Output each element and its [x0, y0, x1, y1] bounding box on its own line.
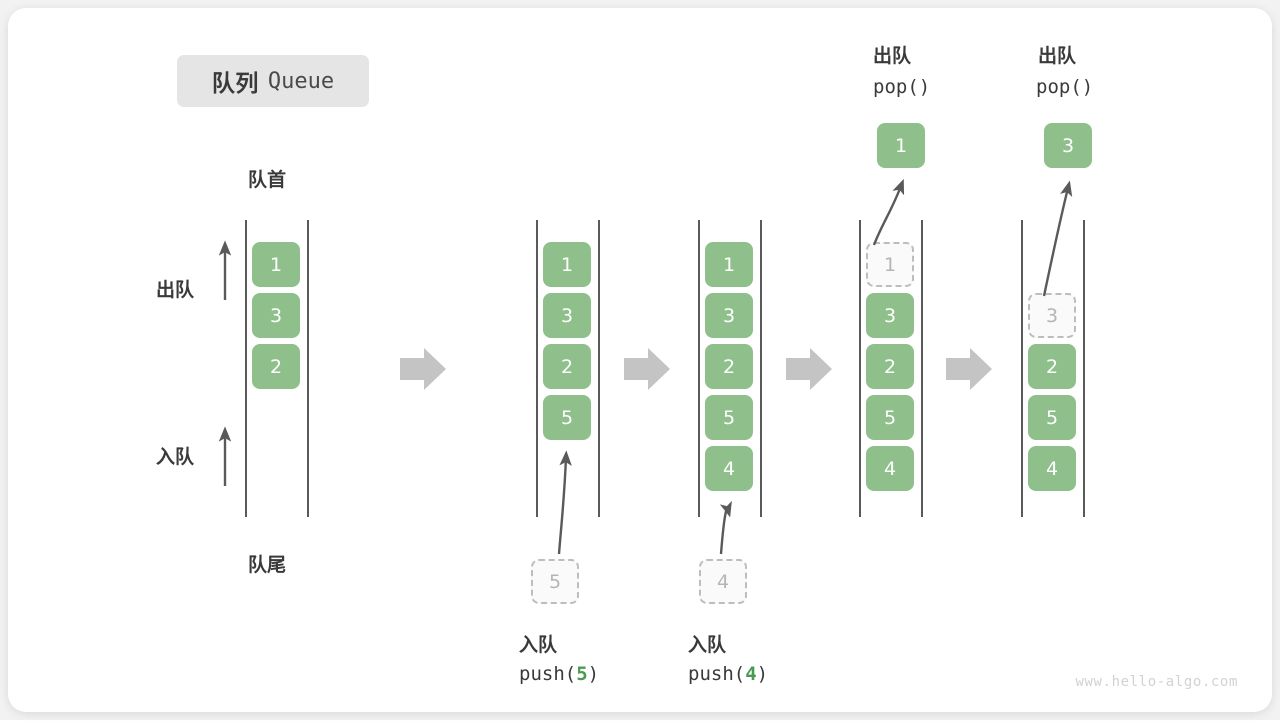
op-code-prefix: push(: [519, 663, 577, 685]
queue-cell: 4: [866, 446, 914, 491]
flow-arrow-3: [786, 348, 832, 390]
queue-rail-right: [1083, 220, 1085, 517]
op-label-cn-push-4: 入队: [688, 634, 727, 656]
op-code-arg: 5: [576, 663, 588, 685]
label-enqueue: 入队: [156, 446, 195, 468]
queue-rail-right: [598, 220, 600, 517]
diagram-card: 队列 Queue 队首 队尾 出队 入队 1 3 2 1 3 2 5 5 入队 …: [8, 8, 1272, 712]
popped-element-1: 1: [877, 123, 925, 168]
queue-rail-left: [698, 220, 700, 517]
op-code-suffix: ): [1081, 76, 1094, 98]
queue-cell: 5: [866, 395, 914, 440]
queue-cell: 2: [252, 344, 300, 389]
queue-cell: 3: [543, 293, 591, 338]
queue-column-push-4: 1 3 2 5 4: [698, 220, 762, 517]
queue-rail-left: [1021, 220, 1023, 517]
op-code-push-4: push(4): [688, 663, 768, 685]
op-code-push-5: push(5): [519, 663, 599, 685]
op-code-prefix: pop(: [1036, 76, 1082, 98]
flow-arrow-1: [400, 348, 446, 390]
queue-cell: 4: [1028, 446, 1076, 491]
queue-cell: 5: [705, 395, 753, 440]
queue-rail-left: [536, 220, 538, 517]
popped-element-3: 3: [1044, 123, 1092, 168]
queue-cell: 3: [866, 293, 914, 338]
title-badge: 队列 Queue: [177, 55, 369, 107]
op-code-suffix: ): [756, 663, 769, 685]
queue-column-push-5: 1 3 2 5: [536, 220, 600, 517]
queue-cell: 2: [1028, 344, 1076, 389]
op-code-suffix: ): [918, 76, 931, 98]
queue-cell-removed: 1: [866, 242, 914, 287]
op-label-cn-push-5: 入队: [519, 634, 558, 656]
pending-element-5: 5: [531, 559, 579, 604]
queue-rail-right: [760, 220, 762, 517]
queue-cell-removed: 3: [1028, 293, 1076, 338]
watermark: www.hello-algo.com: [1075, 674, 1238, 690]
queue-cell: 1: [705, 242, 753, 287]
label-queue-rear: 队尾: [248, 554, 287, 576]
op-code-pop-1: pop(): [873, 76, 930, 98]
flow-arrow-2: [624, 348, 670, 390]
op-label-cn-pop-3: 出队: [1038, 45, 1077, 67]
queue-cell: 2: [543, 344, 591, 389]
op-code-pop-3: pop(): [1036, 76, 1093, 98]
queue-cell: 1: [543, 242, 591, 287]
queue-cell: 4: [705, 446, 753, 491]
queue-column-pop-1: 1 3 2 5 4: [859, 220, 923, 517]
queue-rail-left: [245, 220, 247, 517]
op-code-prefix: pop(: [873, 76, 919, 98]
connector-overlay: [218, 178, 1073, 555]
queue-cell: 2: [866, 344, 914, 389]
queue-cell: 2: [705, 344, 753, 389]
op-label-cn-pop-1: 出队: [873, 45, 912, 67]
pending-element-4: 4: [699, 559, 747, 604]
queue-column-pop-3: 3 2 5 4: [1021, 220, 1085, 517]
queue-column-initial: 1 3 2: [245, 220, 309, 517]
title-cn: 队列: [211, 71, 259, 97]
op-code-arg: 4: [745, 663, 757, 685]
title-en: Queue: [267, 68, 335, 94]
queue-rail-right: [307, 220, 309, 517]
flow-arrow-4: [946, 348, 992, 390]
queue-cell: 1: [252, 242, 300, 287]
op-code-prefix: push(: [688, 663, 746, 685]
label-queue-front: 队首: [248, 169, 287, 191]
queue-cell: 5: [1028, 395, 1076, 440]
queue-cell: 5: [543, 395, 591, 440]
op-code-suffix: ): [587, 663, 600, 685]
queue-rail-left: [859, 220, 861, 517]
queue-rail-right: [921, 220, 923, 517]
queue-cell: 3: [705, 293, 753, 338]
label-dequeue: 出队: [156, 279, 195, 301]
queue-cell: 3: [252, 293, 300, 338]
